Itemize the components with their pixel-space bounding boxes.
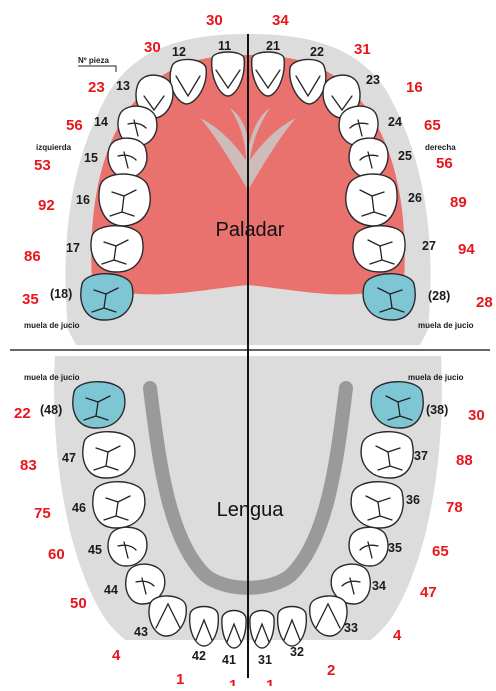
value-label: 2 (327, 662, 335, 679)
value-label: 94 (458, 241, 475, 258)
tooth-number: 33 (344, 621, 358, 635)
tooth-number: 13 (116, 79, 130, 93)
tooth-number: 36 (406, 493, 420, 507)
tooth-number: (18) (50, 287, 72, 301)
tooth-16 (99, 174, 150, 226)
tooth-28-wisdom (363, 274, 415, 320)
value-label: 1 (176, 671, 184, 686)
tooth-number: 45 (88, 543, 102, 557)
value-label: 1 (266, 677, 274, 686)
value-label: 53 (34, 157, 51, 174)
tooth-number: (28) (428, 289, 450, 303)
tooth-number: 17 (66, 241, 80, 255)
tooth-number: 31 (258, 653, 272, 667)
value-label: 78 (446, 499, 463, 516)
tooth-number: 23 (366, 73, 380, 87)
tooth-number: 22 (310, 45, 324, 59)
palate-label: Paladar (216, 219, 285, 241)
wisdom-label-lower-right: muela de jucio (408, 373, 464, 382)
tooth-number: 41 (222, 653, 236, 667)
value-label: 16 (406, 79, 423, 96)
value-label: 28 (476, 294, 493, 311)
tooth-number: 34 (372, 579, 386, 593)
wisdom-label-lower-left: muela de jucio (24, 373, 80, 382)
tooth-17 (91, 226, 143, 272)
value-label: 23 (88, 79, 105, 96)
tooth-18-wisdom (81, 274, 133, 320)
tooth-36 (351, 482, 403, 528)
tooth-number: 43 (134, 625, 148, 639)
tooth-number: 15 (84, 151, 98, 165)
tooth-number: 12 (172, 45, 186, 59)
tooth-number: 35 (388, 541, 402, 555)
tooth-number: 26 (408, 191, 422, 205)
value-label: 56 (436, 155, 453, 172)
tooth-number: 25 (398, 149, 412, 163)
tooth-26 (346, 174, 397, 226)
value-label: 22 (14, 405, 31, 422)
tooth-37 (361, 432, 413, 478)
tooth-number: 14 (94, 115, 108, 129)
value-label: 89 (450, 194, 467, 211)
wisdom-label-upper-left: muela de jucio (24, 321, 80, 330)
tongue-label: Lengua (217, 499, 285, 521)
right-side-label: derecha (425, 143, 456, 152)
tooth-number: 21 (266, 39, 280, 53)
left-side-label: izquierda (36, 143, 72, 152)
tooth-number: 16 (76, 193, 90, 207)
tooth-number: 32 (290, 645, 304, 659)
value-label: 47 (420, 584, 437, 601)
tooth-number: 37 (414, 449, 428, 463)
tooth-number: 24 (388, 115, 402, 129)
value-label: 30 (206, 12, 223, 29)
value-label: 65 (424, 117, 441, 134)
value-label: 50 (70, 595, 87, 612)
tooth-number: 27 (422, 239, 436, 253)
tooth-27 (353, 226, 405, 272)
value-label: 4 (112, 647, 121, 664)
value-label: 83 (20, 457, 37, 474)
value-label: 1 (229, 677, 237, 686)
value-label: 30 (144, 39, 161, 56)
tooth-number: (48) (40, 403, 62, 417)
tooth-45 (108, 527, 147, 566)
tooth-25 (349, 138, 388, 178)
value-label: 4 (393, 627, 402, 644)
tooth-number: 11 (218, 39, 231, 53)
value-label: 31 (354, 41, 371, 58)
value-label: 60 (48, 546, 65, 563)
value-label: 92 (38, 197, 55, 214)
value-label: 30 (468, 407, 485, 424)
tooth-number: (38) (426, 403, 448, 417)
tooth-46 (93, 482, 145, 528)
tooth-number: 44 (104, 583, 118, 597)
tooth-38-wisdom (371, 382, 423, 428)
value-label: 34 (272, 12, 289, 29)
tooth-48-wisdom (73, 382, 125, 428)
value-label: 56 (66, 117, 83, 134)
wisdom-label-upper-right: muela de jucio (418, 321, 474, 330)
tooth-47 (83, 432, 135, 478)
tooth-number: 42 (192, 649, 206, 663)
value-label: 86 (24, 248, 41, 265)
tooth-number: 47 (62, 451, 76, 465)
value-label: 65 (432, 543, 449, 560)
value-label: 88 (456, 452, 473, 469)
value-label: 35 (22, 291, 39, 308)
value-label: 75 (34, 505, 51, 522)
tooth-15 (108, 138, 147, 178)
piece-number-label: Nº pieza (78, 56, 109, 65)
tooth-number: 46 (72, 501, 86, 515)
